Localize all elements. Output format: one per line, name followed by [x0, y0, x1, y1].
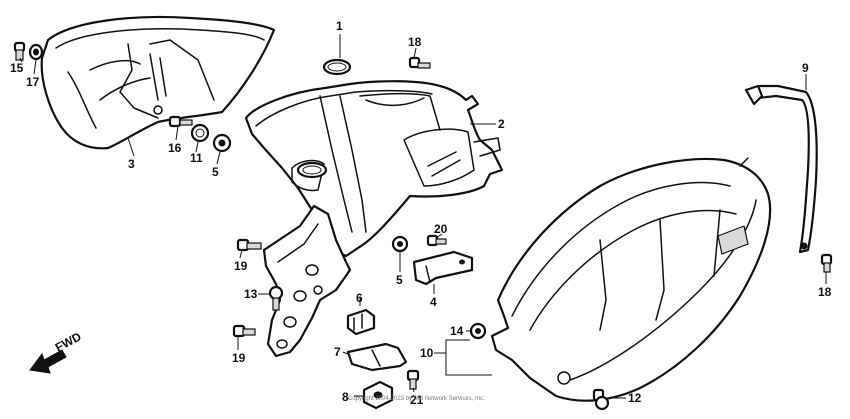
callout-15: 15: [10, 61, 24, 75]
callout-14: 14: [450, 324, 464, 338]
nut-14: [469, 322, 487, 340]
callout-10: 10: [420, 346, 434, 360]
callout-18-right: 18: [818, 285, 832, 299]
fwd-label: FWD: [53, 329, 84, 354]
callout-21: 21: [410, 393, 424, 407]
bolt-19-upper: [236, 238, 262, 252]
tank-part: [244, 80, 504, 258]
side-cover-part: [40, 15, 276, 150]
bolt-18-right: [820, 253, 833, 273]
bolt-21: [406, 369, 420, 390]
callout-labels: 1 2 3 4 5 5 6 7 8 9 10 11 12 13 14 15 16…: [10, 19, 832, 407]
screw-13: [268, 285, 284, 311]
screw-16: [168, 115, 193, 128]
bolt-19-lower: [232, 324, 256, 338]
clamp-8: [362, 380, 394, 410]
callout-1: 1: [336, 19, 343, 33]
callout-6: 6: [356, 291, 363, 305]
bracket-7: [346, 342, 408, 372]
leader-lines: [19, 34, 827, 399]
bolt-15: [13, 41, 26, 61]
callout-2: 2: [498, 117, 505, 131]
callout-11: 11: [190, 151, 203, 165]
callout-7: 7: [334, 345, 341, 359]
mount-bracket-part: [262, 204, 352, 358]
fender-stay-part: [744, 84, 818, 254]
copyright-notice: Copyright 2004-2023 by ARI Network Servi…: [348, 396, 485, 402]
callout-16: 16: [168, 141, 182, 155]
nut-5b: [391, 235, 409, 253]
bolt-18-top: [408, 56, 431, 69]
bolt-20: [426, 234, 447, 247]
callout-18-top: 18: [408, 35, 422, 49]
bolt-12: [592, 388, 610, 411]
callout-12: 12: [628, 391, 642, 405]
callout-5-a: 5: [212, 165, 219, 179]
callout-19-upper: 19: [234, 259, 248, 273]
callout-17: 17: [26, 75, 40, 89]
clip-6: [346, 308, 376, 336]
callout-13: 13: [244, 287, 258, 301]
callout-3: 3: [128, 157, 135, 171]
washer-17: [28, 43, 44, 61]
rear-fender-part: [490, 157, 772, 402]
nut-5a: [212, 133, 232, 153]
grommet-11: [190, 123, 210, 143]
callout-4: 4: [430, 295, 437, 309]
callout-8: 8: [342, 390, 349, 404]
fwd-arrow: FWD: [29, 329, 84, 374]
o-ring-part: [322, 58, 352, 76]
callout-19-lower: 19: [232, 351, 246, 365]
callout-5-b: 5: [396, 273, 403, 287]
callout-9: 9: [802, 61, 809, 75]
callout-20: 20: [434, 222, 448, 236]
bracket-4: [412, 250, 474, 286]
